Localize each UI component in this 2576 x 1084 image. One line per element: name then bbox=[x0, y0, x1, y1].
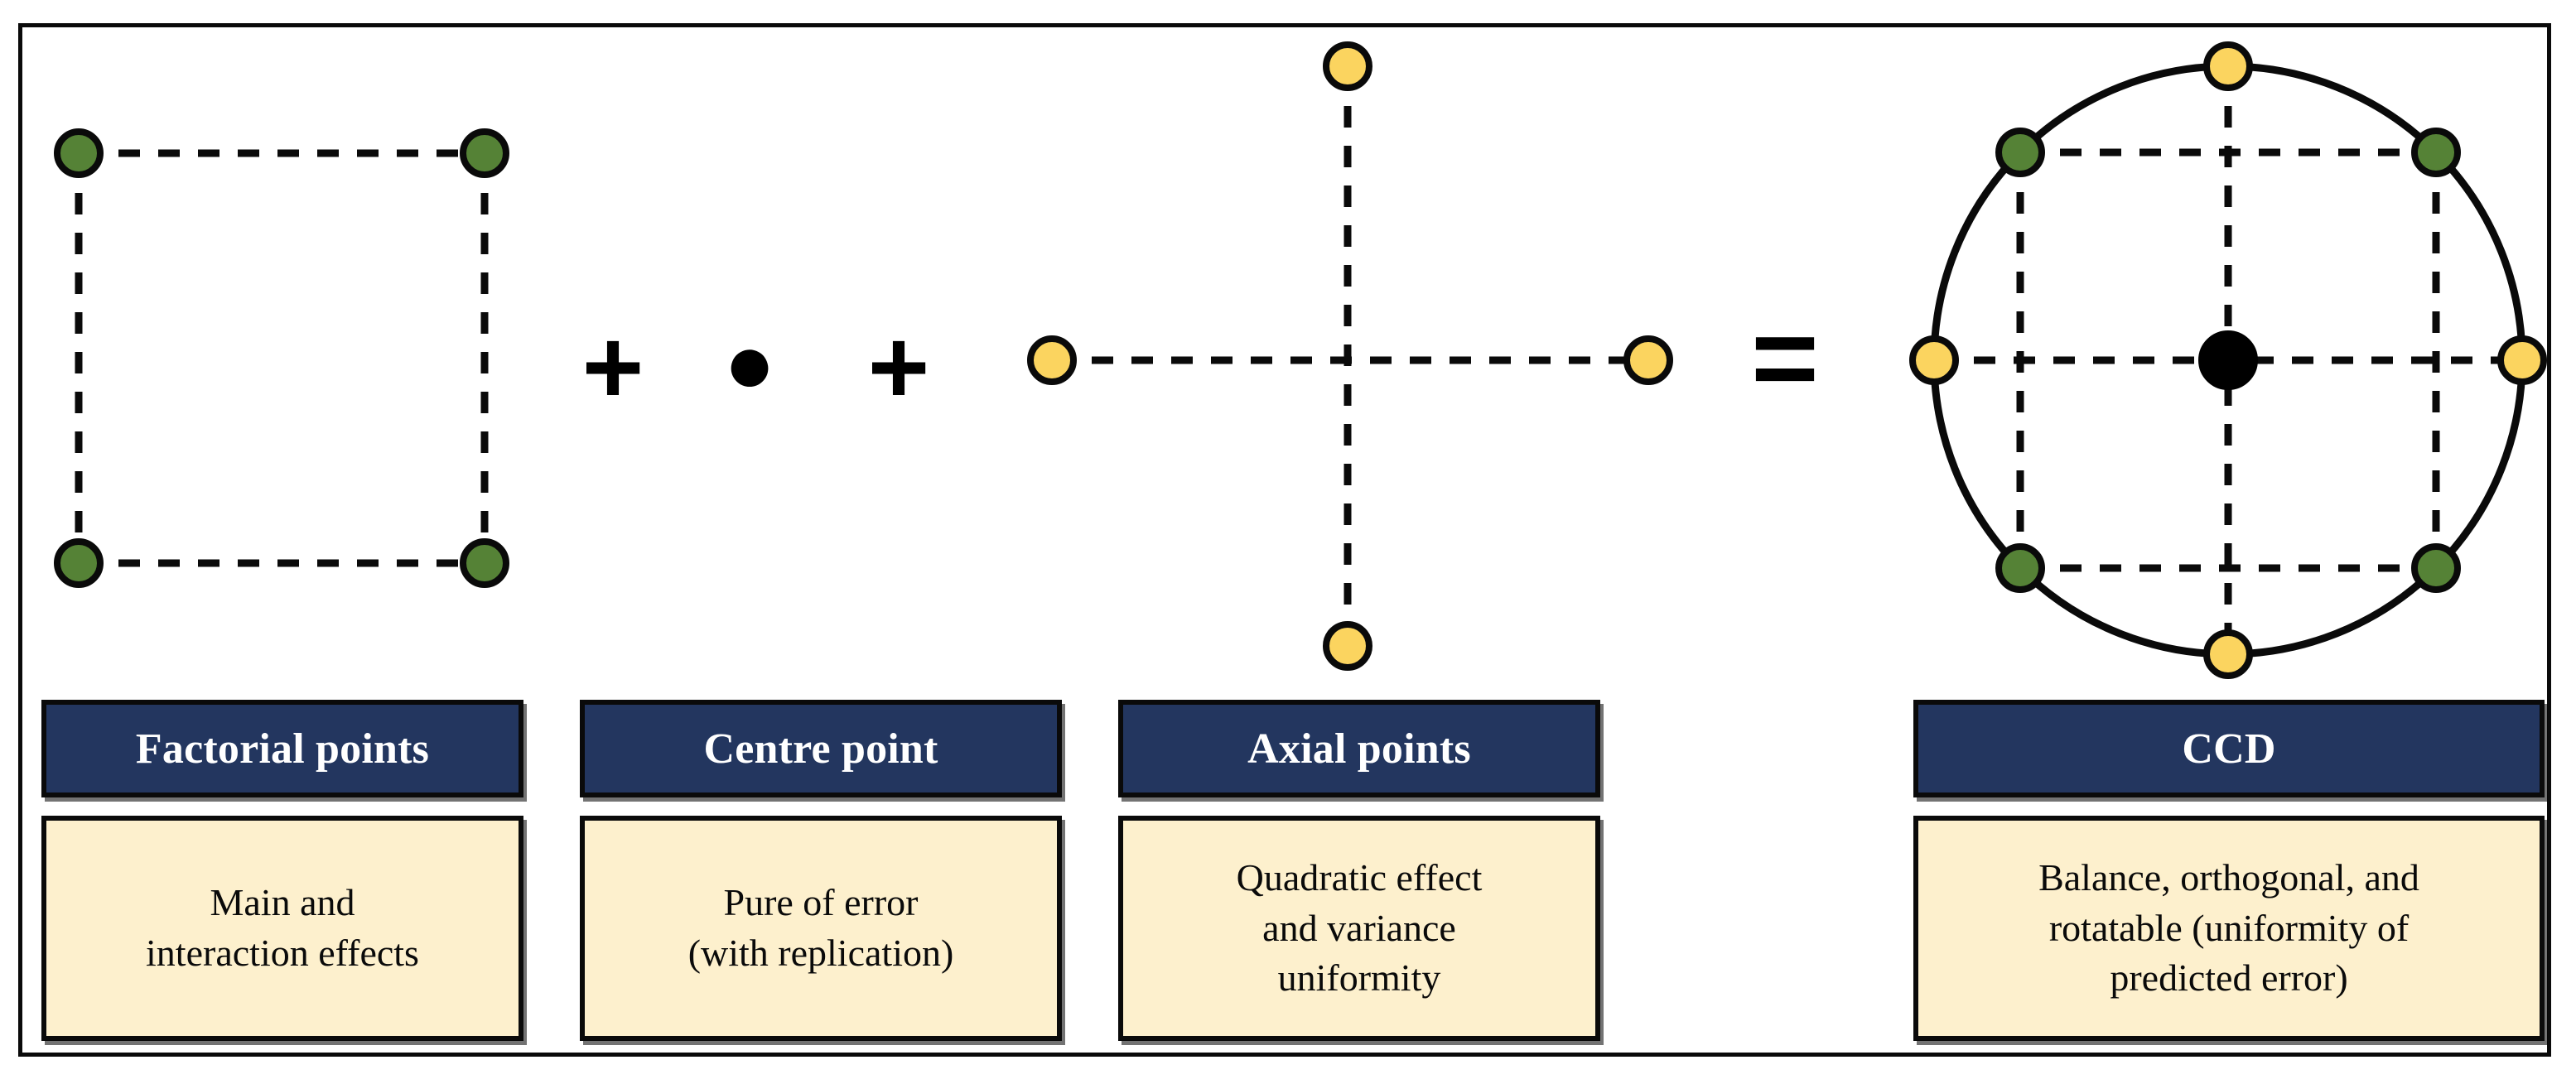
panel-body-line: Main and bbox=[210, 881, 355, 924]
equals-operator: = bbox=[1751, 292, 1819, 422]
panel-body-ccd: Balance, orthogonal, and rotatable (unif… bbox=[1913, 816, 2545, 1041]
panel-body-line: and variance bbox=[1262, 906, 1456, 949]
panel-header-axial: Axial points bbox=[1118, 700, 1600, 797]
panel-body-axial: Quadratic effect and variance uniformity bbox=[1118, 816, 1600, 1041]
panel-body-factorial: Main and interaction effects bbox=[41, 816, 523, 1041]
panel-body-line: predicted error) bbox=[2110, 956, 2348, 1000]
panel-centre: Centre point Pure of error (with replica… bbox=[580, 700, 1062, 1041]
panel-axial: Axial points Quadratic effect and varian… bbox=[1118, 700, 1600, 1041]
panel-body-line: Balance, orthogonal, and bbox=[2038, 855, 2419, 899]
panel-body-line: Quadratic effect bbox=[1236, 855, 1483, 899]
panel-ccd: CCD Balance, orthogonal, and rotatable (… bbox=[1913, 700, 2545, 1041]
panel-body-line: interaction effects bbox=[146, 932, 419, 974]
plus-operator-2: + bbox=[867, 308, 930, 426]
panel-header-factorial: Factorial points bbox=[41, 700, 523, 797]
panel-body-line: uniformity bbox=[1277, 956, 1441, 1000]
panel-factorial: Factorial points Main and interaction ef… bbox=[41, 700, 523, 1041]
panel-body-centre: Pure of error (with replication) bbox=[580, 816, 1062, 1041]
panel-body-line: Pure of error bbox=[723, 881, 919, 924]
panel-header-ccd: CCD bbox=[1913, 700, 2545, 797]
panel-header-centre: Centre point bbox=[580, 700, 1062, 797]
panel-body-line: (with replication) bbox=[687, 932, 954, 974]
panel-body-line: rotatable (uniformity of bbox=[2048, 906, 2410, 949]
centre-point-dot-icon: ● bbox=[723, 316, 776, 412]
plus-operator-1: + bbox=[581, 308, 644, 426]
